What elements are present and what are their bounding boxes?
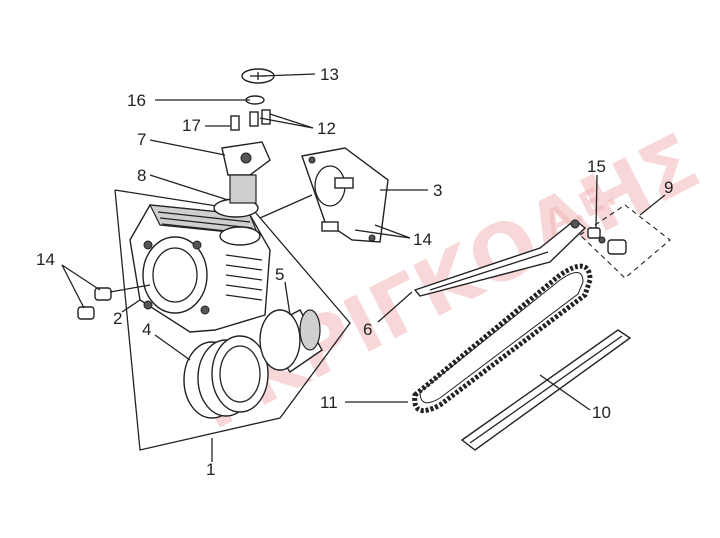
- bolts-12: [230, 109, 271, 131]
- callout-10: 10: [592, 403, 611, 422]
- leader-lines: [61, 73, 666, 411]
- callout-16: 16: [127, 91, 146, 110]
- cylinder-block: [129, 204, 271, 333]
- gasket-3: [301, 147, 389, 243]
- tensioner-15: [587, 227, 627, 255]
- callout-3: 3: [433, 181, 442, 200]
- piston-rings-4: [183, 335, 269, 419]
- callout-5: 5: [275, 265, 284, 284]
- timing-chain-11: [412, 263, 593, 414]
- callout-11: 11: [320, 393, 338, 412]
- dowel-pins-14: [77, 287, 112, 320]
- callout-12: 12: [317, 119, 336, 138]
- callout-8: 8: [137, 166, 146, 185]
- callout-6: 6: [363, 320, 372, 339]
- callout-14-left: 14: [36, 250, 55, 269]
- callout-15: 15: [587, 157, 606, 176]
- chain-guide-10: [460, 329, 632, 451]
- head-piece-7: [221, 141, 271, 204]
- callout-4: 4: [142, 320, 151, 339]
- callout-13: 13: [320, 65, 339, 84]
- cap-13: [241, 68, 275, 84]
- group-9-bracket: [579, 204, 671, 279]
- callout-7: 7: [137, 130, 146, 149]
- callout-2: 2: [113, 309, 122, 328]
- callout-9: 9: [664, 178, 673, 197]
- callout-17: 17: [182, 116, 201, 135]
- callout-14-right: 14: [413, 230, 432, 249]
- chain-guide-6: [413, 219, 587, 297]
- callout-1: 1: [206, 460, 215, 479]
- callout-labels: 13 16 17 12 7 8 3 14 14 5 2 4 6 11 10 1 …: [36, 65, 673, 479]
- piston-5: [259, 309, 323, 373]
